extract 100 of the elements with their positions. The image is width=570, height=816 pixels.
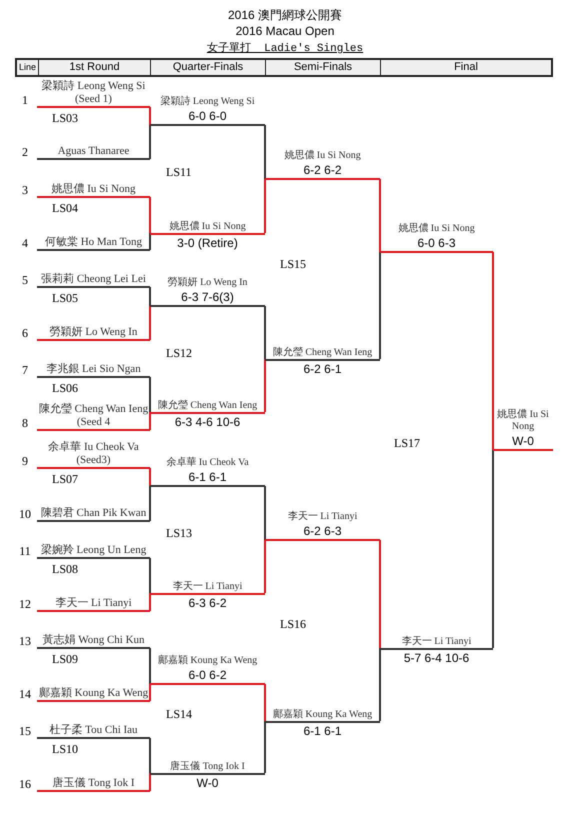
match-score: 5-7 6-4 10-6 (404, 650, 470, 666)
bracket-line (149, 593, 151, 611)
line-number: 3 (21, 183, 29, 197)
match-score: W-0 (512, 433, 534, 449)
bracket-line (264, 306, 266, 359)
player-name: 李天一 Li Tianyi (172, 581, 244, 593)
column-header: Line (18, 61, 37, 74)
line-number: 11 (18, 544, 32, 558)
bracket-line (264, 721, 266, 773)
bracket-line (149, 486, 151, 521)
match-code: LS05 (52, 291, 78, 305)
match-code: LS14 (166, 707, 192, 721)
match-score: 6-0 6-0 (188, 108, 227, 124)
match-code: LS06 (52, 381, 78, 395)
bracket-slot (37, 273, 150, 288)
bracket-slot (37, 145, 150, 160)
bracket-line (149, 306, 151, 340)
match-score: 3-0 (Retire) (177, 235, 238, 251)
bracket-slot (265, 150, 380, 180)
subtitle: 2016 Macau Open (234, 24, 336, 38)
line-number: 5 (21, 273, 29, 287)
bracket-slot (37, 634, 150, 649)
player-name: 姚思儂 Iu Si Nong (496, 409, 550, 433)
player-name: 勞穎妍 Lo Weng In (166, 277, 248, 289)
player-name: 李兆銀 Lei Sio Ngan (45, 363, 142, 376)
match-code: LS17 (394, 436, 420, 450)
bracket-line (492, 450, 494, 648)
player-name: 陳允瑩 Cheng Wan Ieng (272, 347, 374, 359)
match-code: LS09 (52, 652, 78, 666)
player-name: 黃志娟 Wong Chi Kun (41, 634, 146, 647)
bracket-line (379, 648, 381, 721)
bracket-line (264, 125, 266, 179)
match-score: 6-3 6-2 (188, 595, 227, 611)
bracket-slot (150, 655, 265, 685)
bracket-slot (150, 277, 265, 307)
player-name: Aguas Thanaree (56, 145, 130, 158)
bracket-line (492, 252, 494, 450)
bracket-line (149, 468, 151, 486)
player-name: 何敏棠 Ho Man Tong (44, 236, 144, 249)
player-name: 李天一 Li Tianyi (286, 511, 358, 523)
bracket-line (379, 540, 381, 648)
bracket-slot (37, 777, 150, 792)
column-header: Final (380, 60, 551, 75)
bracket-line (264, 540, 266, 593)
line-number: 9 (21, 454, 29, 468)
bracket-line (149, 738, 151, 773)
bracket-slot (37, 724, 150, 739)
bracket-line (149, 125, 151, 159)
player-name: 陳允瑩 Cheng Wan Ieng (156, 400, 258, 412)
player-name: 鄺嘉穎 Koung Ka Weng (38, 687, 150, 700)
player-name: 杜子柔 Tou Chi Iau (48, 724, 139, 737)
bracket-line (149, 558, 151, 593)
match-score: W-0 (196, 775, 218, 791)
line-number: 1 (21, 93, 29, 107)
player-name: 鄺嘉穎 Koung Ka Weng (156, 655, 258, 667)
match-code: LS10 (52, 742, 78, 756)
bracket-slot (37, 183, 150, 198)
player-name: 余卓華 Iu Cheok Va (165, 457, 250, 469)
line-number: 15 (18, 724, 32, 738)
match-code: LS07 (52, 472, 78, 486)
bracket-line (149, 107, 151, 125)
line-number: 7 (21, 363, 29, 377)
player-name: 李天一 Li Tianyi (400, 636, 472, 648)
match-score: 6-3 4-6 10-6 (174, 414, 240, 430)
line-number: 14 (18, 687, 32, 701)
bracket-line (379, 179, 381, 252)
player-name: 張莉莉 Cheong Lei Lei (40, 273, 147, 286)
bracket-line (149, 233, 151, 250)
line-number: 12 (18, 597, 32, 611)
bracket-line (149, 684, 151, 701)
match-score: 6-1 6-1 (188, 469, 227, 485)
bracket-line (264, 359, 266, 412)
match-score: 6-2 6-1 (303, 361, 342, 377)
bracket-slot (150, 457, 265, 487)
bracket-slot (150, 96, 265, 126)
bracket-slot (265, 511, 380, 541)
bracket-line (149, 648, 151, 684)
bracket-slot (37, 363, 150, 378)
bracket-slot (150, 221, 265, 251)
bracket-slot (380, 223, 493, 253)
player-name: 唐玉儀 Tong Iok I (51, 777, 136, 790)
player-name: 姚思儂 Iu Si Nong (283, 150, 362, 162)
bracket-line (149, 377, 151, 412)
player-name: 梁穎詩 Leong Weng Si (Seed 1) (40, 80, 146, 106)
match-code: LS15 (280, 257, 306, 271)
line-number: 8 (21, 416, 29, 430)
player-name: 勞穎妍 Lo Weng In (48, 326, 138, 339)
player-name: 梁穎詩 Leong Weng Si (159, 96, 256, 108)
column-header: 1st Round (38, 60, 150, 75)
bracket-line (149, 197, 151, 233)
match-score: 6-2 6-3 (303, 523, 342, 539)
line-number: 13 (18, 634, 32, 648)
bracket-line (264, 179, 266, 233)
line-number: 16 (18, 777, 32, 791)
bracket-line (264, 486, 266, 540)
player-name: 姚思儂 Iu Si Nong (397, 223, 476, 235)
match-score: 6-0 6-3 (417, 235, 456, 251)
match-code: LS04 (52, 201, 78, 215)
line-number: 6 (21, 326, 29, 340)
player-name: 唐玉儀 Tong Iok I (169, 761, 246, 773)
